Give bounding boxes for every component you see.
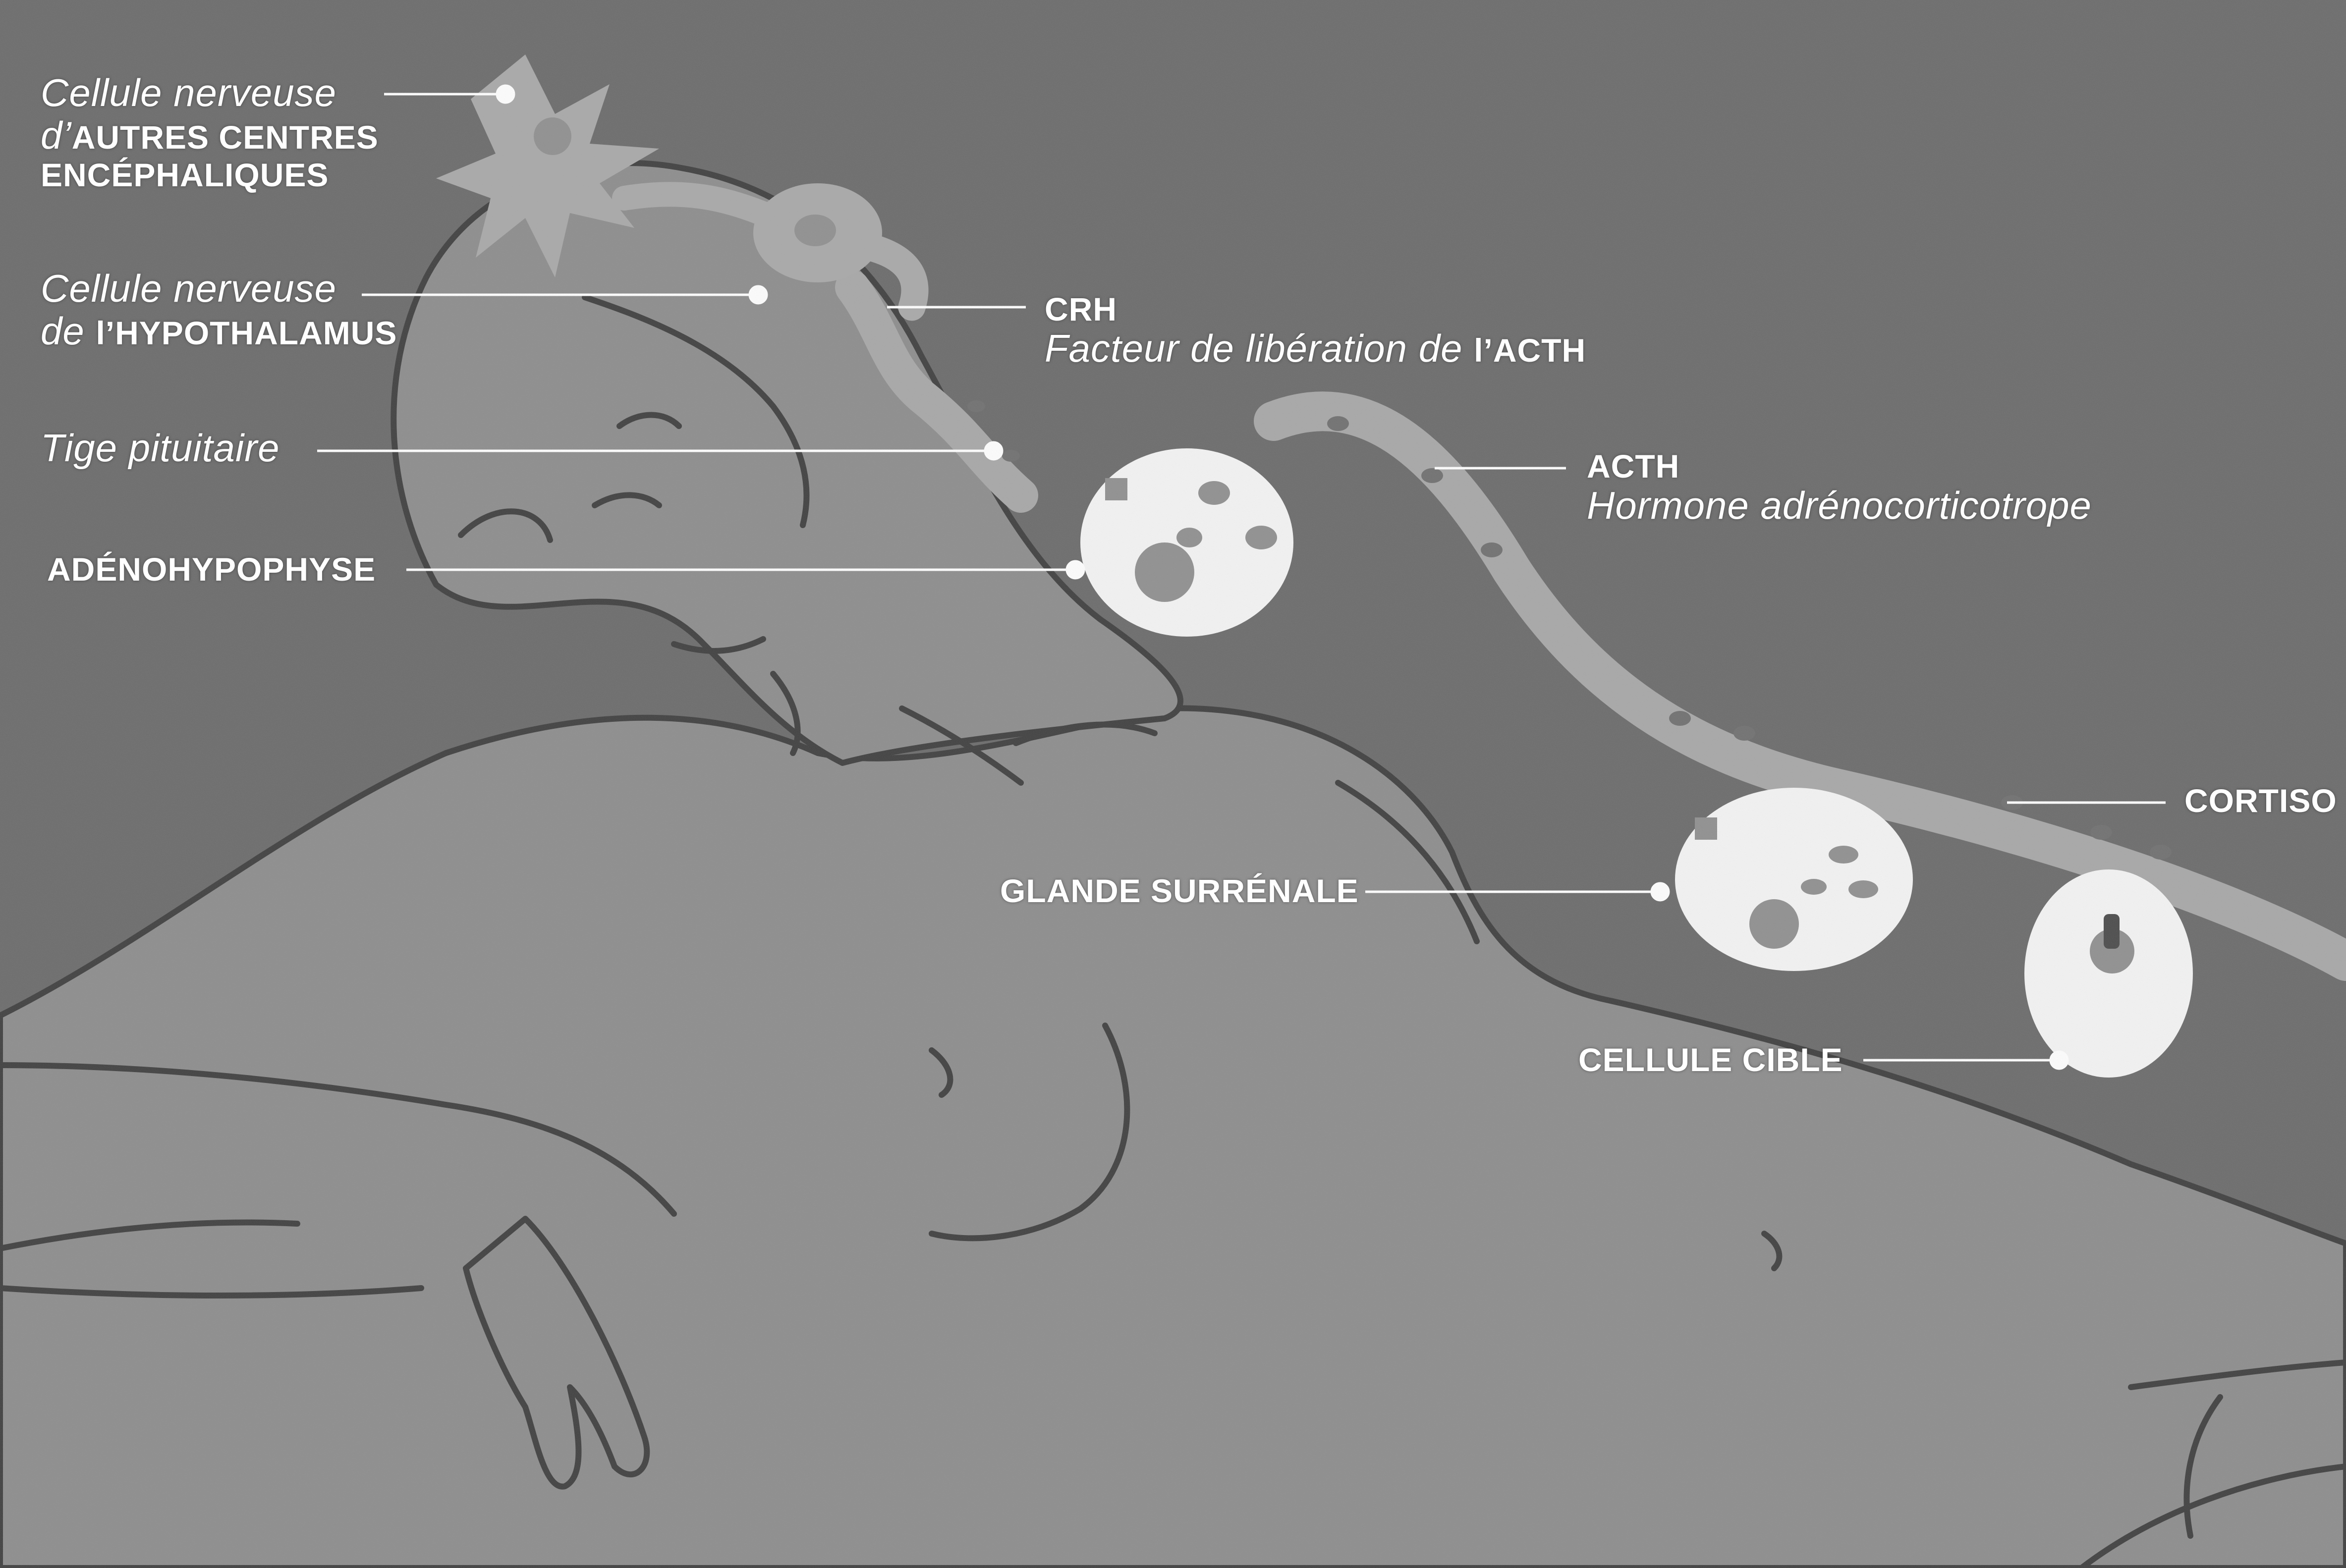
label-hypothalamus-cell: Cellule nerveuse de l’HYPOTHALAMUS bbox=[41, 268, 397, 353]
label-acth-desc: Hormone adrénocorticotrope bbox=[1587, 485, 2092, 527]
label-other-nerve-cell: Cellule nerveuse d’AUTRES CENTRES ENCÉPH… bbox=[41, 72, 379, 193]
label-adrenal-gland: GLANDE SURRÉNALE bbox=[1000, 873, 1359, 909]
label-hypothalamus-line1: Cellule nerveuse bbox=[41, 268, 397, 310]
label-crh-title: CRH bbox=[1045, 291, 1586, 327]
label-adenohypophysis: ADÉNOHYPOPHYSE bbox=[47, 551, 376, 588]
label-other-nerve-cell-line1: Cellule nerveuse bbox=[41, 72, 379, 114]
label-crh: CRH Facteur de libération de l’ACTH bbox=[1045, 291, 1586, 370]
label-pituitary-stalk: Tige pituitaire bbox=[41, 427, 280, 470]
label-hypothalamus-bold: l’HYPOTHALAMUS bbox=[96, 315, 397, 351]
label-other-nerve-cell-bold1: AUTRES CENTRES bbox=[72, 119, 379, 156]
label-crh-desc: Facteur de libération de bbox=[1045, 326, 1474, 370]
label-hypothalamus-prefix: de bbox=[41, 309, 96, 353]
label-acth: ACTH Hormone adrénocorticotrope bbox=[1587, 448, 2092, 527]
label-cortisol: CORTISO bbox=[2184, 783, 2337, 819]
label-other-nerve-cell-bold2: ENCÉPHALIQUES bbox=[41, 157, 379, 193]
label-other-nerve-cell-prefix: d’ bbox=[41, 113, 72, 157]
label-crh-desc-bold: l’ACTH bbox=[1474, 332, 1586, 369]
label-acth-title: ACTH bbox=[1587, 448, 2092, 485]
label-target-cell: CELLULE CIBLE bbox=[1578, 1042, 1843, 1078]
